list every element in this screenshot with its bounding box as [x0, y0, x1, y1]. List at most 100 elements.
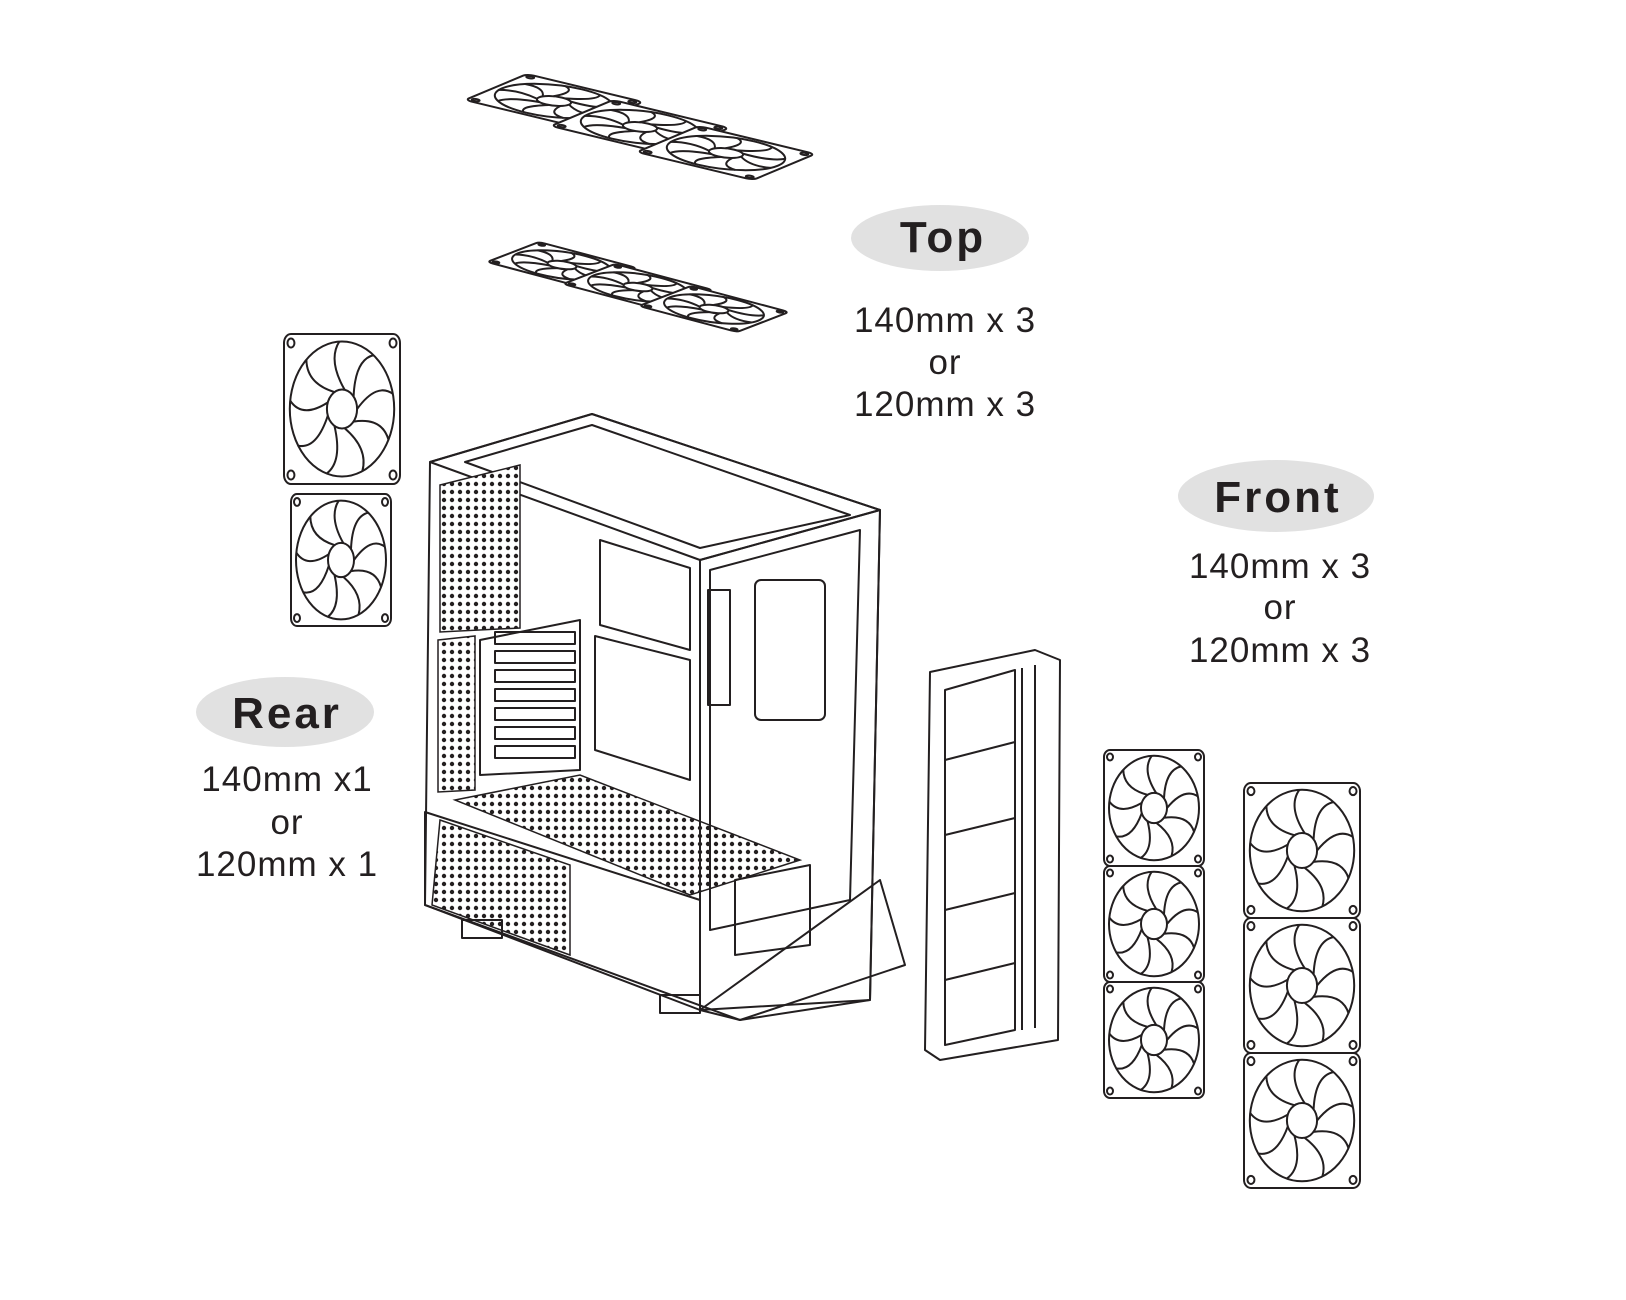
fan-blade — [298, 416, 328, 446]
fan-blade — [1156, 1055, 1172, 1088]
screw-hole — [1195, 972, 1201, 979]
pci-slot-cover — [495, 632, 575, 644]
screw-hole — [713, 126, 724, 129]
fan-blade — [335, 500, 344, 543]
screw-hole — [627, 100, 638, 103]
fan-blade — [1116, 813, 1142, 837]
fan-blade — [555, 253, 581, 262]
screw-hole — [287, 471, 294, 480]
fan-blade — [1141, 821, 1150, 858]
fan-blade — [1164, 1049, 1194, 1064]
screw-hole — [568, 283, 577, 286]
fan-blade — [328, 575, 337, 617]
screw-hole — [382, 498, 388, 506]
motherboard-tray — [600, 540, 690, 650]
screw-hole — [1195, 869, 1201, 876]
fan-blade — [354, 355, 374, 396]
top-spec-or: or — [928, 343, 961, 382]
fan-blade — [1314, 861, 1349, 878]
screw-hole — [1107, 856, 1113, 863]
fans — [284, 74, 1360, 1188]
fan-blade — [1250, 843, 1288, 852]
fan-blade — [303, 566, 329, 593]
screw-hole — [1195, 856, 1201, 863]
io-panel — [708, 590, 730, 705]
rear-mesh-lower — [437, 635, 476, 793]
fan-blade — [1287, 866, 1298, 909]
psu-shroud-mesh — [431, 818, 571, 957]
fan-blade — [1123, 770, 1147, 795]
front-spec-2: 120mm x 3 — [1189, 631, 1371, 670]
screw-hole — [1350, 906, 1357, 914]
fan-blade — [584, 121, 626, 133]
screw-hole — [1107, 985, 1113, 992]
fan-blade — [327, 426, 338, 474]
fan-blade — [647, 279, 678, 289]
fan-blade — [1317, 834, 1353, 851]
fan-blade — [351, 513, 368, 549]
rear-spec-or: or — [270, 803, 303, 842]
fan-blade — [1116, 929, 1142, 953]
fan-blade — [1109, 801, 1142, 809]
front-title: Front — [1214, 473, 1341, 522]
fan-blade — [667, 297, 702, 307]
screw-hole — [689, 287, 698, 290]
fan-hub — [327, 390, 357, 429]
top-label: Top 140mm x 3 or 120mm x 3 — [851, 205, 1035, 424]
fan-blade — [599, 110, 641, 122]
screw-hole — [1107, 753, 1113, 760]
fan-blade — [1258, 1126, 1288, 1153]
screw-hole — [611, 102, 622, 105]
fan-blade — [603, 272, 639, 283]
fan-blade — [1266, 1076, 1294, 1105]
screw-hole — [287, 339, 294, 348]
screw-hole — [644, 305, 653, 308]
screw-hole — [294, 498, 300, 506]
pci-slot-covers — [495, 632, 575, 758]
fan-blade — [515, 253, 550, 263]
top-fan-120-3 — [639, 286, 789, 332]
fan-blade — [720, 312, 757, 323]
fan-blade — [1109, 917, 1142, 925]
screw-hole — [1350, 1057, 1357, 1065]
fan-blade — [1164, 998, 1181, 1030]
screw-hole — [1247, 1057, 1254, 1065]
fan-blade — [513, 84, 555, 96]
fan-blade — [1123, 886, 1147, 911]
screw-hole — [1247, 922, 1254, 930]
screw-hole — [525, 76, 536, 79]
rear-spec-2: 120mm x 1 — [196, 845, 378, 884]
fan-blade — [608, 288, 633, 297]
fan-blade — [1287, 1001, 1298, 1044]
pci-slot-cover — [495, 746, 575, 758]
fan-blade — [1167, 794, 1198, 808]
fan-blade — [354, 421, 389, 440]
fan-blade — [543, 106, 580, 118]
fan-blade — [1164, 766, 1181, 798]
case-foot-front — [660, 995, 700, 1013]
fan-blade — [296, 552, 329, 561]
screw-hole — [744, 175, 755, 178]
fan-blade — [1141, 1053, 1150, 1090]
drive-cage — [755, 580, 825, 720]
fan-blade — [1250, 978, 1288, 987]
screw-hole — [1350, 1041, 1357, 1049]
fan-blade — [629, 132, 666, 144]
fan-blade — [546, 86, 576, 97]
screw-hole — [1350, 787, 1357, 795]
case-front-frame — [700, 510, 880, 1010]
screw-hole — [730, 328, 739, 331]
fan-blade — [1258, 856, 1288, 883]
fan-blade — [718, 138, 748, 149]
filter-frame — [925, 650, 1060, 1060]
fan-blade — [1266, 806, 1294, 835]
fan-blade — [1156, 939, 1172, 972]
fan-blade — [743, 150, 786, 162]
fan-blade — [1295, 790, 1305, 834]
top-badge — [851, 205, 1029, 271]
fan-blade — [527, 250, 563, 261]
fan-blade — [1266, 941, 1294, 970]
fan-blade — [1314, 996, 1349, 1013]
fan-blade — [1156, 823, 1172, 856]
